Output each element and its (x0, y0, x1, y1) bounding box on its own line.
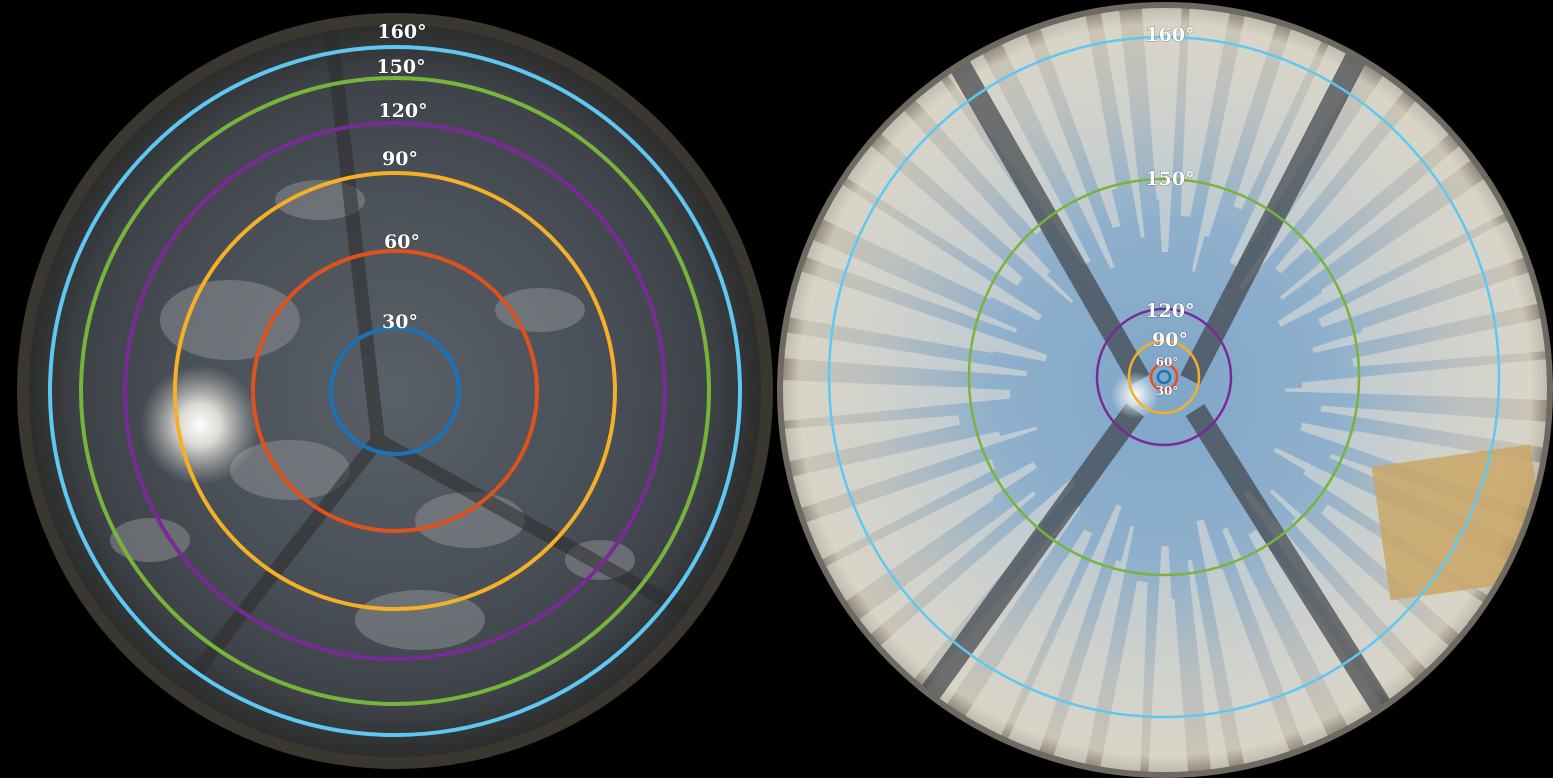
cloud-streak (1301, 355, 1550, 402)
cloud-streak (780, 379, 974, 401)
cloud-streak (985, 5, 1115, 269)
cloud-streak (780, 415, 960, 470)
cloud-streak (1280, 121, 1502, 300)
right-ring-label-120deg: 120° (1145, 300, 1194, 322)
left-ring-120deg (123, 121, 667, 661)
cloud-streak (1180, 5, 1237, 217)
right-fisheye-panel: 160° 150° 120° 90° 60° 30° (777, 2, 1553, 778)
left-ring-30deg (329, 326, 461, 456)
left-fisheye-image (23, 19, 767, 763)
cloud-streak (1187, 559, 1236, 775)
left-ring-label-160deg: 160° (377, 21, 426, 43)
cloud-streak (1034, 5, 1117, 192)
left-ring-label-60deg: 60° (384, 231, 420, 253)
cloud-streak (1318, 203, 1550, 328)
cloud-streak (1361, 260, 1550, 334)
right-ring-120deg (1095, 307, 1233, 447)
left-ring-150deg (79, 76, 711, 706)
right-sky-detail (780, 5, 1550, 775)
left-ring-label-120deg: 120° (378, 100, 427, 122)
right-ring-label-90deg: 90° (1152, 329, 1188, 351)
cloud-streak (1352, 310, 1550, 367)
right-ring-label-60deg: 60° (1156, 355, 1179, 369)
cloud-streak (852, 478, 1077, 703)
right-ring-label-150deg: 150° (1145, 168, 1194, 190)
right-ring-60deg (1149, 362, 1179, 392)
left-ring-160deg (48, 45, 742, 737)
cloud-streak (890, 48, 1044, 235)
cloud-streak (780, 431, 1001, 513)
cloud-streak (1312, 267, 1550, 353)
cloud-streak (1196, 519, 1296, 775)
cloud-streak (1203, 5, 1288, 238)
cloud-streak (1146, 5, 1184, 253)
cloud-streak (1094, 5, 1145, 238)
cloud-streak (1248, 529, 1405, 760)
cloud-streak (1222, 527, 1345, 775)
left-ring-label-150deg: 150° (376, 56, 425, 78)
right-ring-30deg (1156, 369, 1172, 385)
cloud-streak (1303, 77, 1478, 252)
cloud-streak (792, 462, 1037, 617)
left-ring-90deg (173, 171, 617, 611)
left-sky-detail (110, 19, 704, 685)
cloud-streak (1264, 565, 1385, 759)
cloud-streak (1239, 44, 1428, 290)
cloud-streak (828, 491, 1036, 659)
cloud-streak (1320, 405, 1550, 454)
right-ring-90deg (1127, 339, 1201, 415)
cloud-streak (815, 120, 1023, 286)
left-fisheye-panel: 160° 150° 120° 90° 60° 30° (17, 13, 773, 769)
cloud-streak (792, 163, 1042, 321)
cloud-streak (1233, 5, 1338, 210)
right-ring-group: 160° 150° 120° 90° 60° 30° (827, 24, 1501, 719)
cloud-streak (1292, 517, 1473, 698)
cloud-streak (1277, 163, 1538, 327)
cloud-streak (780, 426, 1038, 520)
cloud-streak (780, 224, 1018, 333)
left-ring-60deg (251, 249, 539, 533)
cloud-streak (1146, 545, 1184, 775)
cloud-streak (945, 560, 1069, 759)
cloud-streak (857, 82, 1051, 276)
left-ring-group: 160° 150° 120° 90° 60° 30° (48, 21, 742, 737)
cloud-streak (1042, 560, 1123, 775)
left-ring-label-30deg: 30° (382, 311, 418, 333)
cloud-streak (1027, 5, 1121, 229)
right-ring-label-160deg: 160° (1145, 24, 1194, 46)
cloud-streak (780, 459, 996, 577)
cloud-streak (780, 326, 1028, 377)
right-ring-160deg (827, 35, 1501, 719)
right-ring-150deg (967, 177, 1361, 577)
cloud-streak (945, 21, 1075, 231)
right-ring-label-30deg: 30° (1156, 384, 1179, 398)
cloud-streak (992, 504, 1122, 775)
left-ring-label-90deg: 90° (382, 148, 418, 170)
cloud-streak (1093, 580, 1148, 775)
